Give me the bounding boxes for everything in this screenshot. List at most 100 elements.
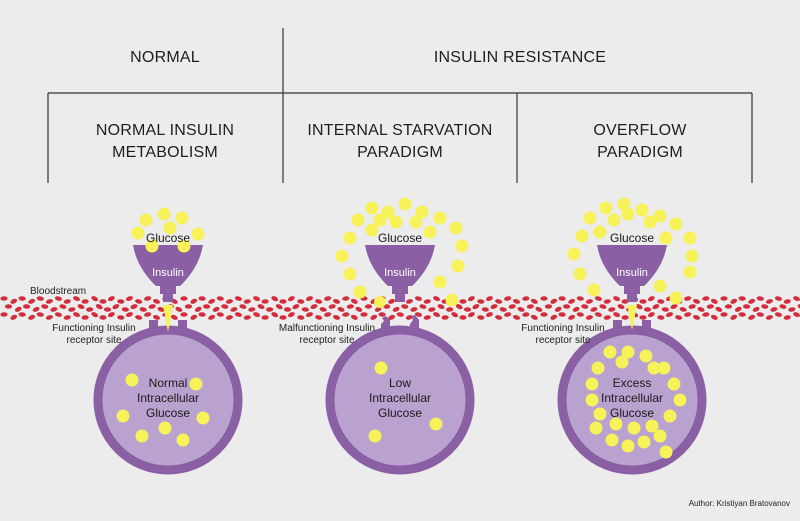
blood-cell [355,306,363,312]
blood-cell [657,299,665,304]
glucose-molecule [415,205,429,219]
glucose-molecule [575,229,589,243]
blood-cell [617,304,625,310]
glucose-molecule [607,213,621,227]
glucose-molecule [445,293,459,307]
blood-cell [675,315,683,320]
insulin-label-1: Insulin [152,267,184,279]
blood-cell [175,306,183,312]
glucose-molecule [637,435,651,449]
blood-cell [517,307,525,312]
blood-cell [486,296,493,301]
blood-cell [670,304,678,309]
glucose-molecule [368,429,382,443]
blood-cell [585,299,593,304]
blood-cell [287,296,295,302]
blood-cell [793,312,800,318]
blood-cell [63,315,71,320]
blood-cell [647,312,655,318]
blood-cell [530,314,538,320]
blood-cell [788,307,796,312]
blood-cell [647,296,655,302]
glucose-molecule [647,361,661,375]
blood-cell [748,298,756,304]
blood-cell [730,314,738,320]
funnel-body [365,245,435,294]
receptor-right-post [642,320,651,334]
blood-cell [643,307,652,312]
blood-cell [107,312,115,318]
insulin-funnel-3 [597,245,667,302]
blood-cell [73,296,81,302]
glucose-molecule [573,267,587,281]
blood-cell [271,296,279,302]
glucose-drop-3 [627,305,637,330]
receptor-label-1: Functioning Insulin receptor site [34,323,154,347]
blood-cell [28,314,36,320]
blood-cell [710,298,718,304]
blood-cell [32,306,40,312]
blood-cell [248,307,256,312]
receptor-functioning-3 [613,320,651,334]
funnel-stem [163,290,173,302]
glucose-molecule [685,249,699,263]
blood-cell [752,306,760,312]
blood-cell [684,296,692,301]
blood-cell [297,299,305,304]
blood-cell [738,296,746,301]
blood-cell [639,299,647,304]
blood-cell [18,296,26,301]
glucose-molecule [609,417,623,431]
blood-cell [212,306,220,312]
blood-cell [190,314,198,320]
blood-cell [333,299,340,304]
glucose-label-1: Glucose [146,231,190,245]
blood-cell [572,306,580,312]
blood-cell [279,315,287,320]
glucose-molecule [603,345,617,359]
glucose-molecule [423,225,437,239]
blood-cell [738,312,746,317]
blood-cell [153,299,160,304]
author-credit: Author: Kristiyan Bratovanov [688,499,790,508]
blood-cell [239,304,247,309]
blood-cell [554,306,562,312]
blood-cell [388,314,396,320]
glucose-molecule [587,283,601,297]
glucose-molecule [125,373,139,387]
blood-cell [0,312,8,317]
blood-cell [576,296,584,301]
blood-cell [310,304,318,309]
glucose-molecule [645,419,659,433]
glucose-molecule [429,417,443,431]
blood-cell [405,299,413,304]
blood-cell [153,315,160,320]
blood-cell [419,304,427,309]
blood-cell [103,307,112,312]
blood-cell [441,315,449,320]
receptor-malfunctioning [381,315,419,334]
blood-cell [783,315,791,320]
glucose-molecule [653,279,667,293]
blood-cell [568,314,576,320]
glucose-molecule [451,259,465,273]
header-col1-line1: NORMAL INSULIN [95,122,235,139]
blood-cell [481,307,489,312]
blood-cell [451,312,459,318]
blood-cell [544,304,553,309]
blood-cell [585,315,593,320]
blood-cell [558,312,566,317]
blood-cell [504,312,512,317]
glucose-molecule [145,239,159,253]
glucose-molecule [567,247,581,261]
blood-cell [319,307,327,312]
header-col3-line1: OVERFLOW [593,122,687,139]
glucose-molecule [663,409,677,423]
receptor-broken-right [410,315,419,334]
glucose-molecule [659,231,673,245]
glucose-molecule [617,197,631,211]
blood-cell [170,314,178,320]
funnel-body [597,245,667,294]
glucose-molecule [389,215,403,229]
